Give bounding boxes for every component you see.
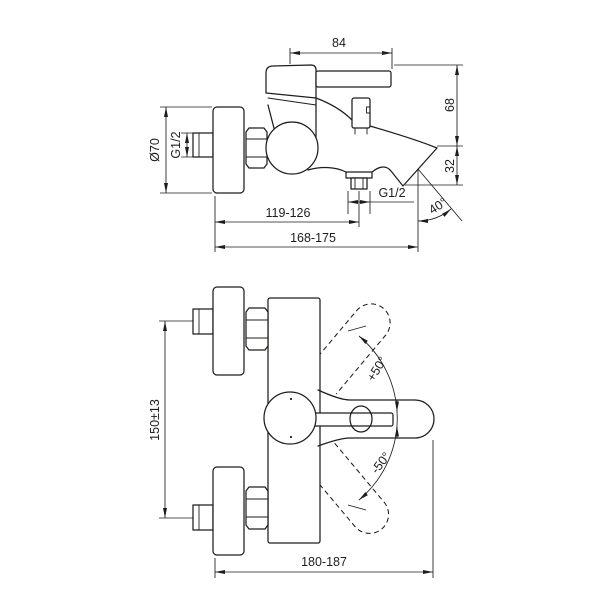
dim-119-extensions xyxy=(214,191,360,252)
swing-arc-end-ticks xyxy=(347,325,367,511)
dim-32-label: 32 xyxy=(443,159,457,173)
dim-84-label: 84 xyxy=(332,36,346,50)
hex-nut-bottom xyxy=(245,486,269,530)
angle-plus50-label: +50° xyxy=(364,354,390,384)
hex-nut-bottom-facets xyxy=(245,498,269,518)
angle-minus50-label: -50° xyxy=(368,450,393,477)
inlet-thread-bottom xyxy=(192,504,214,531)
lever-grip-front xyxy=(311,412,394,427)
angle-40-arc xyxy=(417,208,452,223)
lever-front-outline xyxy=(317,389,435,447)
escutcheon-top xyxy=(212,286,245,376)
lever-position-down-dashed xyxy=(305,442,390,534)
dim-84-extensions xyxy=(289,48,393,69)
dim-d70-extensions xyxy=(160,106,212,194)
swing-arc xyxy=(358,335,398,501)
dim-150-extensions xyxy=(159,320,193,519)
body-circle-side xyxy=(265,121,319,175)
outlet-flange xyxy=(345,171,373,179)
hex-nut-top xyxy=(245,307,269,351)
spout-top-left xyxy=(315,97,353,121)
hex-nut-top-facets xyxy=(245,319,269,339)
escutcheon-bottom xyxy=(212,466,245,556)
lever-bar xyxy=(315,70,392,88)
dim-d70-label: Ø70 xyxy=(148,138,162,162)
outlet-thread-lines xyxy=(354,177,364,190)
front-view-dimensions: 150±13 180-187 xyxy=(148,320,434,578)
lever-cap xyxy=(265,64,317,99)
side-view xyxy=(192,64,438,194)
lever-position-up-dashed xyxy=(306,303,391,395)
spout-underside-right xyxy=(371,147,438,187)
diverter-knob-detail xyxy=(354,106,371,135)
outlet-thread xyxy=(350,177,368,190)
dim-g12-outlet-label: G1/2 xyxy=(378,186,405,200)
dim-168-label: 168-175 xyxy=(290,231,336,245)
inlet-thread-top xyxy=(192,308,214,335)
circle-mark-upper xyxy=(289,397,293,401)
spout-top-right xyxy=(369,125,438,149)
angle-40-label: 40° xyxy=(426,195,449,217)
body-circle-front xyxy=(263,391,317,445)
side-view-dimensions: 84 68 32 Ø70 G1/2 119-126 168-175 G1/2 4… xyxy=(148,36,463,252)
dim-150-label: 150±13 xyxy=(148,399,162,441)
dim-119-label: 119-126 xyxy=(266,206,311,220)
hex-nut-side xyxy=(245,127,268,169)
angle-40-ray xyxy=(417,168,463,222)
circle-mark-lower xyxy=(289,435,293,439)
lever-cap-rim xyxy=(267,97,317,106)
dim-180-label: 180-187 xyxy=(301,555,347,569)
escutcheon-side xyxy=(212,106,245,194)
front-view: +50° -50° xyxy=(192,286,435,556)
hex-nut-facets xyxy=(245,138,268,158)
inlet-thread-side xyxy=(192,132,214,158)
dim-68-label: 68 xyxy=(443,98,457,112)
dim-g12-inlet-label: G1/2 xyxy=(169,131,183,158)
dim-180-extensions xyxy=(214,440,434,578)
spout-underside-left xyxy=(307,166,347,173)
